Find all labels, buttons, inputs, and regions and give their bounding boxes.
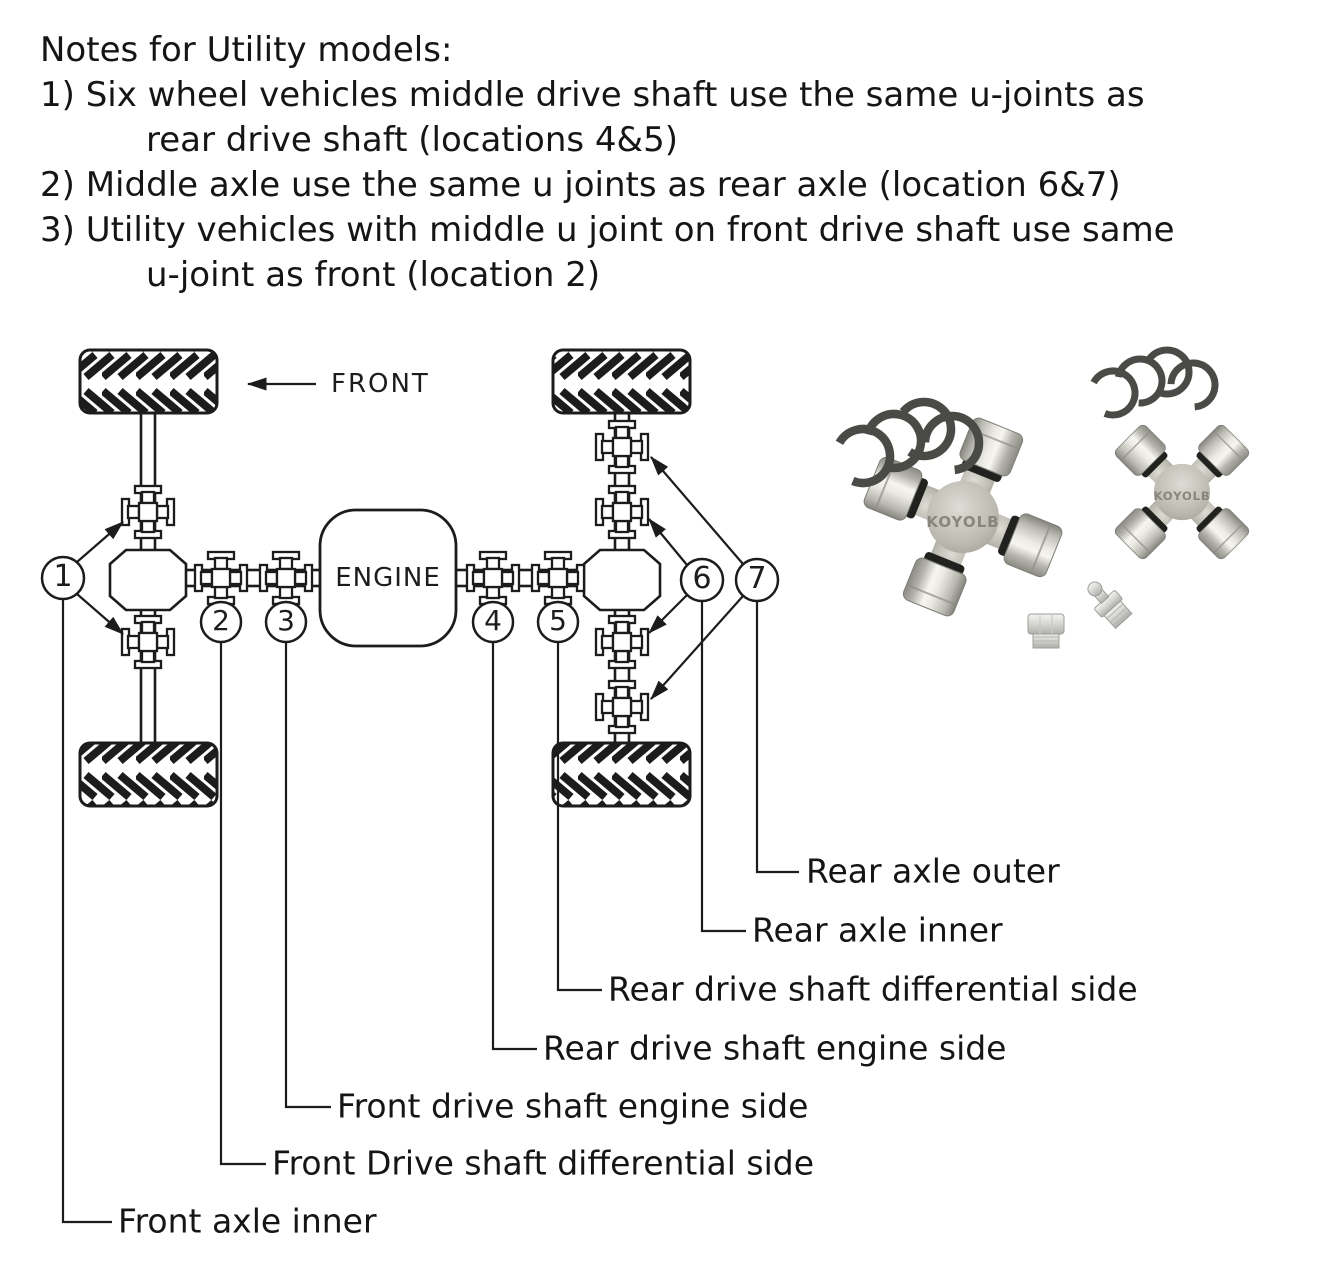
marker-circle-6 (679, 557, 725, 603)
marker-6-number: 6 (692, 561, 712, 597)
marker-2-number: 2 (212, 604, 230, 638)
front-label: FRONT (331, 369, 430, 399)
brand-stamp-large: KOYOLB (926, 513, 999, 531)
marker-circle-7 (734, 557, 780, 603)
brand-stamp-small: KOYOLB (1153, 489, 1210, 503)
callout-line-1 (61, 599, 112, 1224)
tire-rear-left (78, 741, 219, 808)
callout-label-rear-drive-shaft-differential: Rear drive shaft differential side (608, 969, 1138, 1009)
u-joint-symbol-location-3 (258, 550, 314, 606)
front-differential (108, 548, 188, 612)
note-line-3: 3) Utility vehicles with middle u joint … (40, 210, 1175, 250)
note-line-3b: u-joint as front (location 2) (146, 255, 601, 295)
u-joint-photo-small: KOYOLB (1112, 422, 1252, 562)
grease-fitting (1087, 581, 1133, 629)
tire-rear-right (551, 741, 692, 808)
marker-circle-3 (264, 600, 308, 644)
hex-plug (1027, 613, 1065, 649)
u-joint-symbol-rear-axle-outer-top (594, 419, 650, 475)
callout-label-rear-axle-inner: Rear axle inner (752, 910, 1003, 950)
marker-7-arrow-upper (650, 456, 744, 565)
marker-5-number: 5 (549, 604, 567, 638)
marker-circle-4 (471, 600, 515, 644)
marker-1-arrow-lower (76, 593, 124, 635)
rear-differential (582, 548, 662, 612)
u-joint-symbol-rear-axle-inner-top (594, 484, 650, 540)
snap-rings-small (1087, 346, 1219, 419)
tire-front-left (78, 348, 219, 415)
u-joint-symbol-location-5 (530, 550, 586, 606)
callout-line-7 (755, 601, 799, 874)
callout-line-5 (556, 642, 602, 992)
engine-label: ENGINE (335, 563, 441, 593)
callout-label-rear-axle-outer: Rear axle outer (806, 851, 1060, 891)
marker-3-number: 3 (277, 604, 295, 638)
u-joint-symbol-location-2 (193, 550, 249, 606)
snap-rings-large (831, 397, 984, 488)
callout-label-front-drive-shaft-engine: Front drive shaft engine side (337, 1086, 809, 1126)
engine-box (318, 508, 458, 648)
marker-circle-2 (199, 600, 243, 644)
tire-front-right (551, 348, 692, 415)
marker-6-arrow-lower (648, 594, 688, 634)
marker-1-number: 1 (53, 559, 73, 595)
notes-block: Notes for Utility models: 1) Six wheel v… (40, 28, 1175, 298)
u-joint-symbol-rear-axle-outer-bottom (594, 679, 650, 735)
notes-title: Notes for Utility models: (40, 30, 453, 70)
marker-7-number: 7 (747, 561, 767, 597)
u-joint-symbol-front-axle-lower (120, 614, 176, 670)
u-joint-symbol-rear-axle-inner-bottom (594, 614, 650, 670)
marker-4-number: 4 (484, 604, 502, 638)
marker-circle-5 (536, 600, 580, 644)
callout-line-3 (284, 642, 331, 1109)
note-line-1: 1) Six wheel vehicles middle drive shaft… (40, 75, 1145, 115)
note-line-2: 2) Middle axle use the same u joints as … (40, 165, 1121, 205)
marker-circle-1 (40, 555, 86, 601)
u-joint-symbol-front-axle-upper (120, 484, 176, 540)
u-joint-symbol-location-4 (465, 550, 521, 606)
callout-label-rear-drive-shaft-engine: Rear drive shaft engine side (543, 1028, 1007, 1068)
callout-label-front-axle-inner: Front axle inner (118, 1201, 377, 1241)
callout-label-front-drive-shaft-differential: Front Drive shaft differential side (272, 1143, 815, 1183)
marker-6-arrow-upper (648, 518, 688, 566)
u-joint-photo-large: KOYOLB (861, 415, 1065, 619)
callout-line-2 (219, 642, 266, 1166)
marker-7-arrow-lower (650, 595, 744, 700)
marker-1-arrow-upper (76, 521, 124, 563)
callout-line-6 (700, 601, 746, 933)
callout-line-4 (491, 642, 537, 1051)
note-line-1b: rear drive shaft (locations 4&5) (146, 120, 678, 160)
